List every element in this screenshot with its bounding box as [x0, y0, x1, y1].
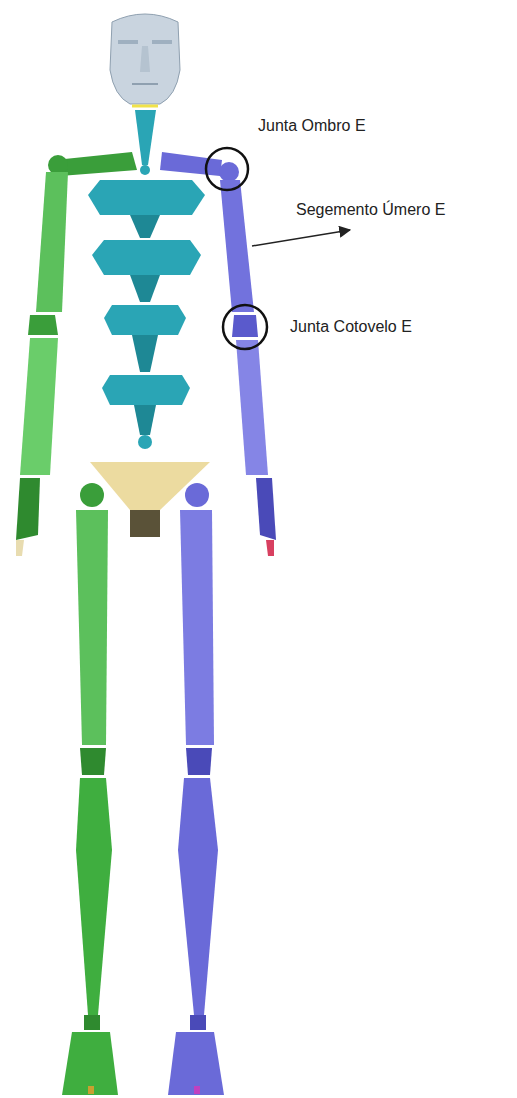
callout-label: Segemento Úmero E [296, 200, 445, 219]
right-arm [219, 162, 276, 556]
left-arm [16, 155, 68, 556]
right-leg [168, 483, 224, 1095]
right-clavicle [160, 152, 222, 176]
shoulder-joint-circle [206, 148, 248, 190]
elbow-joint-circle [223, 305, 267, 349]
spine [88, 180, 205, 449]
head [110, 14, 180, 106]
callout-label: Junta Cotovelo E [290, 317, 412, 336]
callout-label: Junta Ombro E [258, 116, 366, 135]
neck [135, 110, 156, 165]
left-leg [62, 483, 118, 1095]
leader-arrow [252, 230, 350, 246]
